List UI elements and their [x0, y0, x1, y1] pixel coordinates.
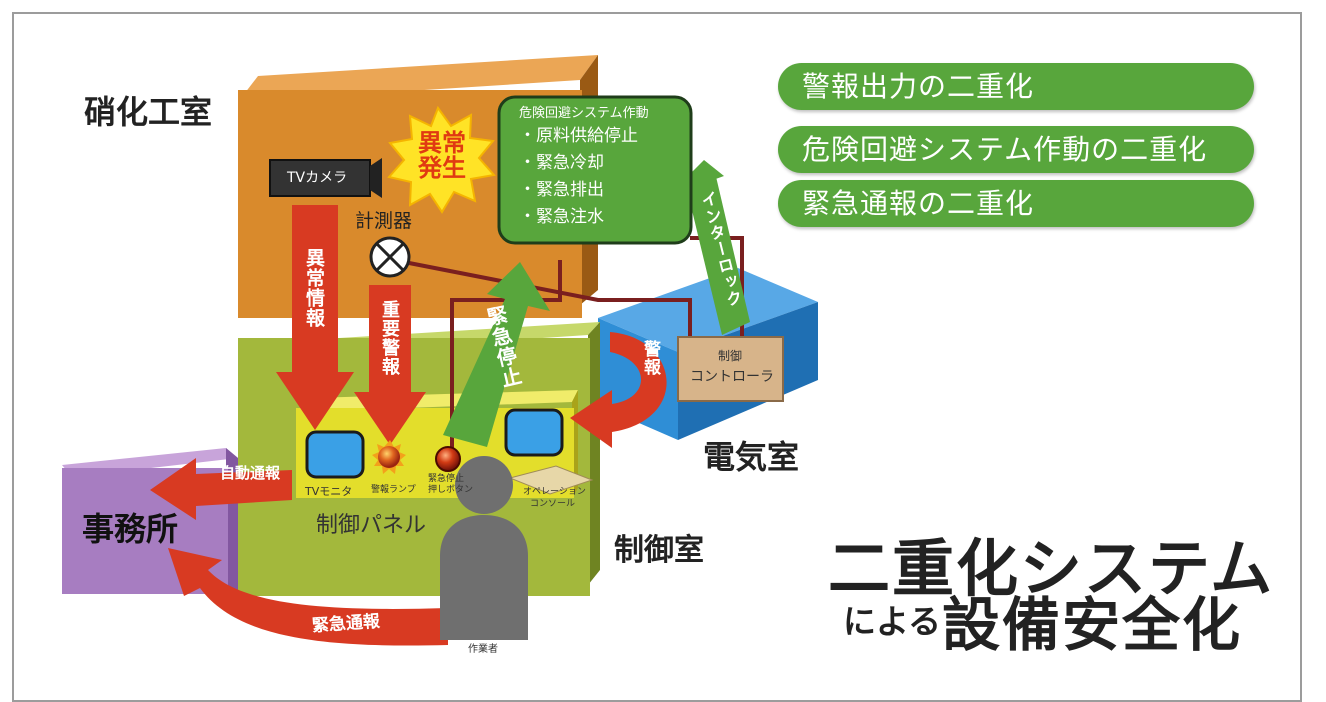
- controller-label-line1: 制御: [718, 349, 743, 363]
- alarm-lamp-label: 警報ランプ: [371, 485, 416, 495]
- controller-box: [677, 336, 784, 402]
- title-line2-big: 設備安全化: [942, 591, 1243, 659]
- emergency-report-arrow: [168, 548, 448, 646]
- title-line2-small: による: [843, 602, 942, 641]
- console-label-line1: オペレーション: [523, 487, 586, 497]
- pill-avoidance-redundancy: 危険回避システム作動の二重化: [778, 126, 1254, 173]
- avoidance-box: [497, 95, 693, 245]
- diagram-canvas: [62, 55, 818, 646]
- tv-monitor-icon: [305, 430, 365, 479]
- control-room-label: 制御室: [614, 533, 704, 568]
- title-line1: 二重化システム: [828, 532, 1275, 605]
- control-panel-label: 制御パネル: [316, 513, 427, 538]
- pill-alarm-output-redundancy: 警報出力の二重化: [778, 63, 1254, 110]
- avoidance-item-4: ・緊急注水: [519, 207, 604, 227]
- console-label-line2: コンソール: [530, 499, 576, 509]
- console-desk-icon: [508, 465, 594, 495]
- important-alarm-arrow: [354, 285, 426, 445]
- electrical-room-label: 電気室: [703, 438, 800, 476]
- office-label: 事務所: [82, 510, 179, 548]
- avoidance-box-title: 危険回避システム作動: [519, 106, 649, 121]
- tv-camera-label: TVカメラ: [287, 170, 348, 186]
- tv-camera-icon: [269, 158, 382, 198]
- emergency-stop-button-icon: [435, 446, 461, 472]
- avoidance-item-1: ・原料供給停止: [519, 126, 638, 146]
- tv-monitor-label: TVモニタ: [305, 485, 353, 498]
- auto-report-arrow: [150, 458, 292, 520]
- console-monitor-icon: [504, 408, 564, 457]
- operator-label: 作業者: [468, 644, 498, 655]
- emergency-report-arrow-label: 緊急通報: [311, 611, 381, 637]
- avoidance-item-2: ・緊急冷却: [519, 153, 604, 173]
- pill-emergency-report-redundancy: 緊急通報の二重化: [778, 180, 1254, 227]
- controller-label-line2: コントローラ: [690, 369, 774, 385]
- alarm-arrow: [570, 332, 667, 448]
- important-alarm-arrow-label: 重要警報: [379, 300, 400, 376]
- nitration-room-label: 硝化工室: [84, 93, 213, 131]
- instrument-label: 計測器: [355, 210, 413, 232]
- abnormal-info-arrow: [276, 205, 354, 430]
- alarm-arrow-label: 警報: [640, 340, 660, 376]
- emergency-stop-label-line1: 緊急停止: [428, 474, 465, 484]
- alarm-lamp-icon: [372, 440, 406, 474]
- abnormal-info-arrow-label: 異常情報: [303, 248, 325, 328]
- abnormal-starburst: [387, 105, 496, 214]
- operator-icon: [440, 456, 528, 640]
- emergency-stop-arrow: [443, 262, 550, 447]
- auto-report-arrow-label: 自動通報: [220, 464, 281, 482]
- abnormal-occurrence-label: 異常発生: [418, 129, 466, 183]
- emergency-stop-label-line2: 押しボタン: [428, 485, 474, 495]
- avoidance-item-3: ・緊急排出: [519, 180, 604, 200]
- instrument-icon: [369, 236, 411, 278]
